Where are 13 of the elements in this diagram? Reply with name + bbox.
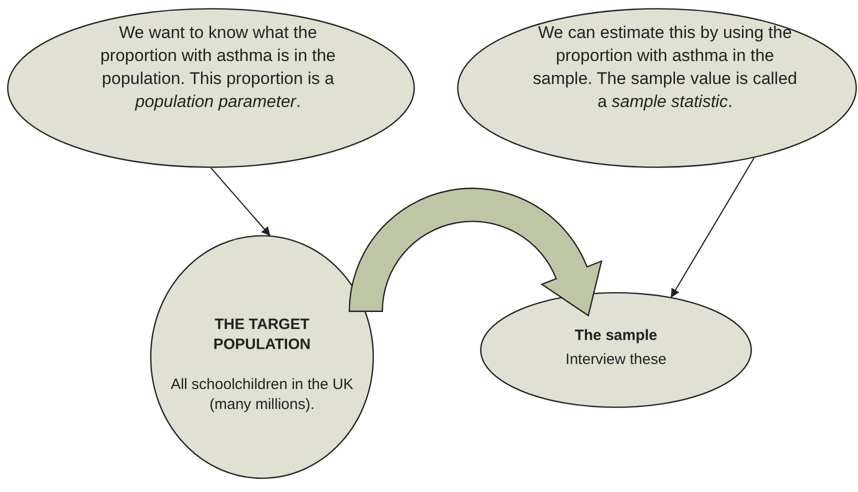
callout-ellipse xyxy=(457,8,857,168)
population-circle xyxy=(150,235,374,479)
arrow xyxy=(670,158,755,298)
sample-ellipse xyxy=(480,292,752,408)
node-heading: THE TARGET POPULATION xyxy=(212,315,312,356)
node-heading: The sample xyxy=(574,326,658,346)
node-text: We can estimate this by using the proportion with asthma in the sample. The sample value is called a sample statistic. xyxy=(532,22,798,113)
node-text: We want to know what the proportion with asthma is in the population. This proportion is a population parameter. xyxy=(99,22,337,113)
node-text: All schoolchildren in the UK (many millions). xyxy=(170,375,354,416)
arrow xyxy=(210,168,270,236)
curved-block-arrow xyxy=(348,188,602,316)
callout-ellipse xyxy=(7,8,415,168)
node-text: Interview these xyxy=(564,350,668,370)
